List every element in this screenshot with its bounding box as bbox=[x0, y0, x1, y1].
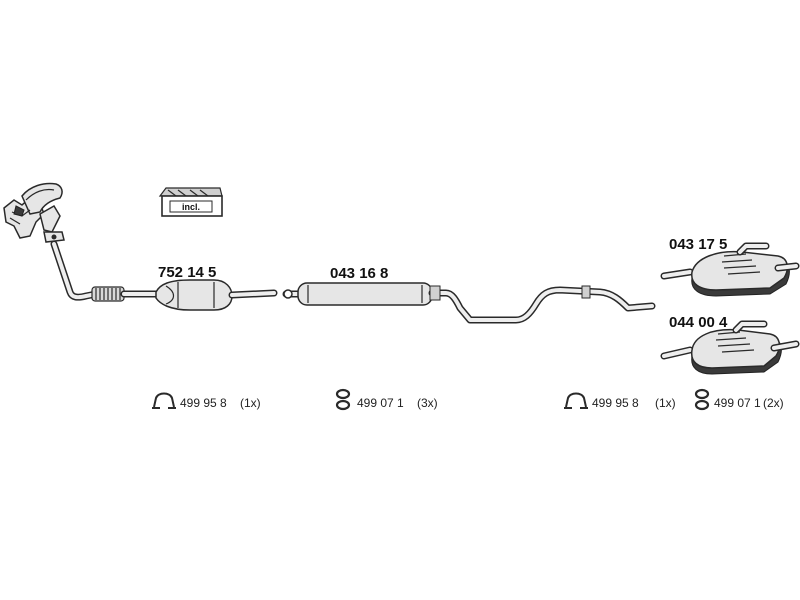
part-label-middle-silencer: 043 16 8 bbox=[330, 265, 388, 282]
accessory-qty: (2x) bbox=[763, 396, 784, 410]
front-pipe bbox=[50, 240, 278, 311]
middle-silencer bbox=[282, 282, 656, 324]
accessory-3: 499 95 8 (1x) bbox=[564, 392, 676, 410]
part-label-front-pipe: 752 14 5 bbox=[158, 264, 216, 281]
rear-silencer-a bbox=[660, 242, 800, 297]
exhaust-manifold bbox=[3, 182, 65, 243]
clamp-icon bbox=[564, 392, 588, 409]
clamp-icon bbox=[152, 392, 176, 409]
accessory-4: 499 07 1 (2x) bbox=[694, 388, 784, 411]
kit-box: incl. bbox=[158, 187, 223, 217]
accessory-qty: (1x) bbox=[240, 396, 261, 410]
rubber-mount-icon bbox=[694, 388, 710, 411]
part-label-rear-silencer-b: 044 00 4 bbox=[669, 314, 728, 331]
accessory-1: 499 95 8 (1x) bbox=[152, 392, 261, 410]
accessory-qty: (3x) bbox=[417, 396, 438, 410]
accessory-qty: (1x) bbox=[655, 396, 676, 410]
part-label-rear-silencer-a: 043 17 5 bbox=[669, 236, 727, 253]
rear-silencer-b bbox=[660, 320, 800, 375]
rubber-mount-icon bbox=[335, 388, 351, 411]
accessory-2: 499 07 1 (3x) bbox=[335, 388, 438, 411]
kit-box-label: incl. bbox=[182, 202, 200, 212]
accessory-number: 499 95 8 bbox=[592, 396, 639, 410]
accessory-number: 499 07 1 bbox=[714, 396, 761, 410]
accessory-number: 499 95 8 bbox=[180, 396, 227, 410]
accessory-number: 499 07 1 bbox=[357, 396, 404, 410]
